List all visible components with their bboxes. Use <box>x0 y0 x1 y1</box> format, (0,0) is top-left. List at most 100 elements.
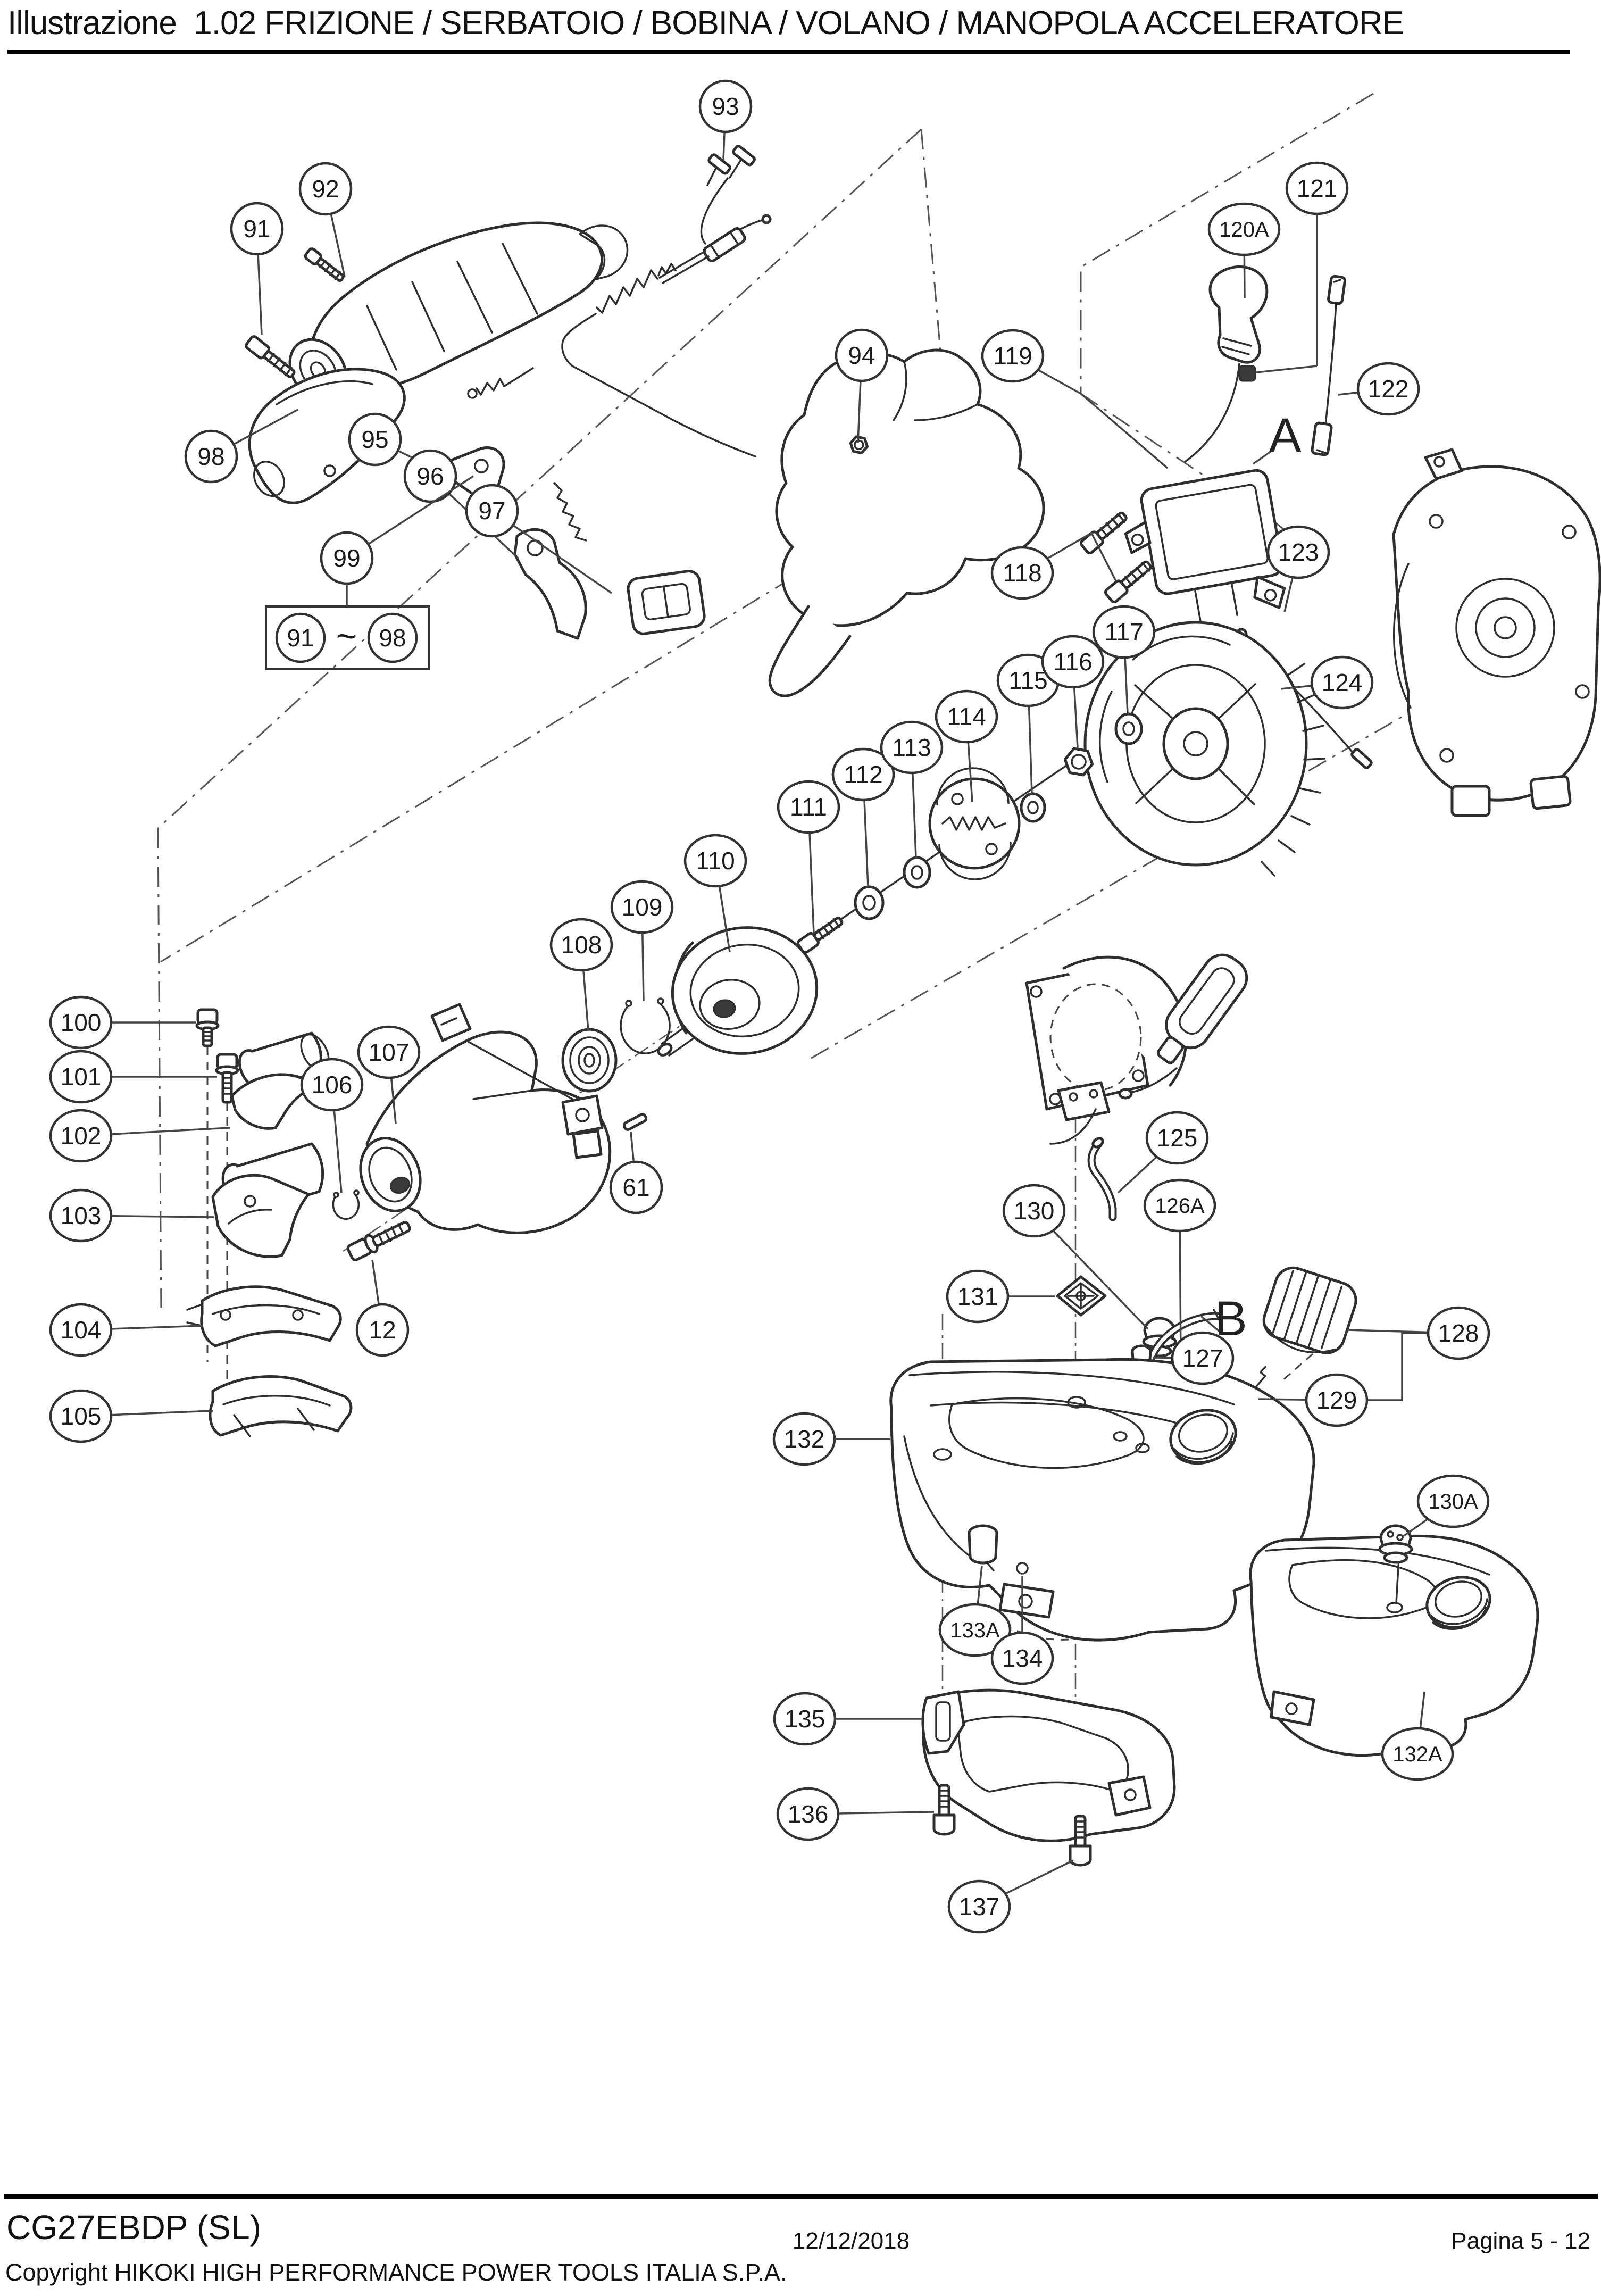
callout-number: 107 <box>369 1038 410 1066</box>
part-snap-ring-106 <box>332 1189 360 1220</box>
svg-text:~: ~ <box>336 616 357 656</box>
callout-number: 137 <box>959 1893 1000 1920</box>
callout-number: 92 <box>312 175 339 203</box>
callout-bubble <box>935 689 998 744</box>
part-grommet-130A <box>1378 1524 1413 1564</box>
callout-number: 118 <box>1003 559 1041 587</box>
part-washer-113 <box>903 856 931 889</box>
part-clip-134 <box>1016 1562 1029 1575</box>
part-throttle-housing <box>768 348 1045 697</box>
part-starter-handle <box>1118 953 1248 1100</box>
callout-100: 100 <box>49 995 196 1050</box>
part-tank-neck <box>1169 1409 1237 1465</box>
callout-bubble <box>947 1879 1011 1934</box>
callout-114: 114 <box>935 689 998 803</box>
callout-137: 137 <box>947 1859 1074 1934</box>
callout-113: 113 <box>880 720 944 858</box>
phantom-boundary-lines <box>157 93 1426 1316</box>
part-spark-plug-cap <box>1208 265 1269 364</box>
callout-number: 123 <box>1278 538 1319 566</box>
callout-bubble <box>49 1050 113 1104</box>
svg-text:91: 91 <box>287 624 314 652</box>
callout-bubble <box>1427 1306 1490 1360</box>
callout-number: 111 <box>790 793 827 821</box>
part-snap-ring-109 <box>620 997 671 1054</box>
callout-132A: 132A <box>1381 1691 1454 1781</box>
svg-text:B: B <box>1214 1292 1247 1346</box>
part-stop-switch-97 <box>627 570 706 635</box>
callout-bubble <box>184 429 238 484</box>
part-grommet-130 <box>1142 1317 1177 1358</box>
callout-103: 103 <box>49 1188 214 1243</box>
callout-bubble <box>990 1631 1054 1685</box>
callout-61: 61 <box>609 1132 663 1214</box>
callout-bubble <box>465 484 519 538</box>
callout-bubble <box>298 162 353 216</box>
page-title: Illustrazione 1.02 FRIZIONE / SERBATOIO … <box>7 5 1404 41</box>
group-reference-91-98: 91~98 <box>265 584 430 670</box>
callout-94: 94 <box>835 328 889 443</box>
callout-number: 132 <box>784 1425 825 1453</box>
part-fuel-tank-132A <box>1249 1534 1539 1757</box>
callout-107: 107 <box>357 1025 421 1124</box>
callout-number: 96 <box>416 462 444 490</box>
part-washer-112 <box>854 885 885 920</box>
callout-bubble <box>773 1692 837 1746</box>
callout-110: 110 <box>683 834 747 953</box>
callout-number: 125 <box>1157 1124 1198 1152</box>
callout-number: 135 <box>785 1705 825 1733</box>
callout-bubble <box>831 747 895 802</box>
callout-bubble <box>1305 1373 1369 1427</box>
callout-134: 134 <box>990 1576 1054 1685</box>
callout-number: 108 <box>561 931 602 959</box>
callout-number: 110 <box>696 847 735 875</box>
part-clutch-case-107 <box>359 1003 612 1234</box>
callout-128: 128 <box>1346 1306 1490 1360</box>
callout-number: 109 <box>622 893 663 921</box>
callout-bubble <box>355 1303 410 1357</box>
callout-125: 125 <box>1117 1111 1209 1194</box>
callout-98: 98 <box>184 409 298 484</box>
callout-133A: 133A <box>938 1566 1012 1657</box>
callout-number: 100 <box>61 1009 102 1036</box>
part-plug-grommet <box>1238 365 1256 382</box>
callout-112: 112 <box>831 747 895 888</box>
part-lockout-lever-96 <box>513 528 587 640</box>
callout-96: 96 <box>403 449 520 560</box>
callout-129: 129 <box>1258 1373 1369 1427</box>
callout-number: 103 <box>61 1202 102 1229</box>
part-primer-base-131 <box>1056 1275 1107 1317</box>
callout-bubble <box>1381 1727 1454 1781</box>
callout-bubble <box>835 328 889 382</box>
part-throttle-rod <box>467 367 534 399</box>
part-bolt-137 <box>1069 1815 1092 1867</box>
footer-rule <box>4 2194 1598 2199</box>
callout-number: 104 <box>61 1316 102 1344</box>
part-coil-bolt-118a <box>1079 511 1128 555</box>
section-letter-B: B <box>1200 1292 1247 1346</box>
callout-119: 119 <box>981 329 1169 469</box>
callout-bubble <box>49 1389 113 1443</box>
part-washer-115 <box>1020 792 1046 823</box>
callout-93: 93 <box>698 79 753 160</box>
callout-number: 134 <box>1002 1644 1043 1672</box>
callout-bubble <box>403 449 457 503</box>
callout-127: 127 <box>1153 1331 1235 1385</box>
part-ignition-coil <box>1124 469 1286 623</box>
callout-number: 130 <box>1014 1197 1055 1225</box>
callout-number: 126A <box>1155 1194 1205 1218</box>
part-bolt-101 <box>215 1053 239 1104</box>
callout-bubble <box>1207 202 1281 256</box>
part-nut-94 <box>849 435 869 455</box>
callout-bubble <box>49 1188 113 1243</box>
callout-bubble <box>698 79 753 134</box>
part-bolt-136 <box>932 1784 956 1836</box>
callout-number: 114 <box>947 703 986 730</box>
callout-number: 127 <box>1182 1344 1223 1372</box>
callout-131: 131 <box>946 1269 1055 1324</box>
part-fuel-tank-cap-128 <box>1262 1266 1357 1354</box>
callout-109: 109 <box>610 880 674 1002</box>
callout-116: 116 <box>1041 635 1105 748</box>
callout-number: 119 <box>993 342 1032 370</box>
callout-101: 101 <box>49 1050 217 1104</box>
